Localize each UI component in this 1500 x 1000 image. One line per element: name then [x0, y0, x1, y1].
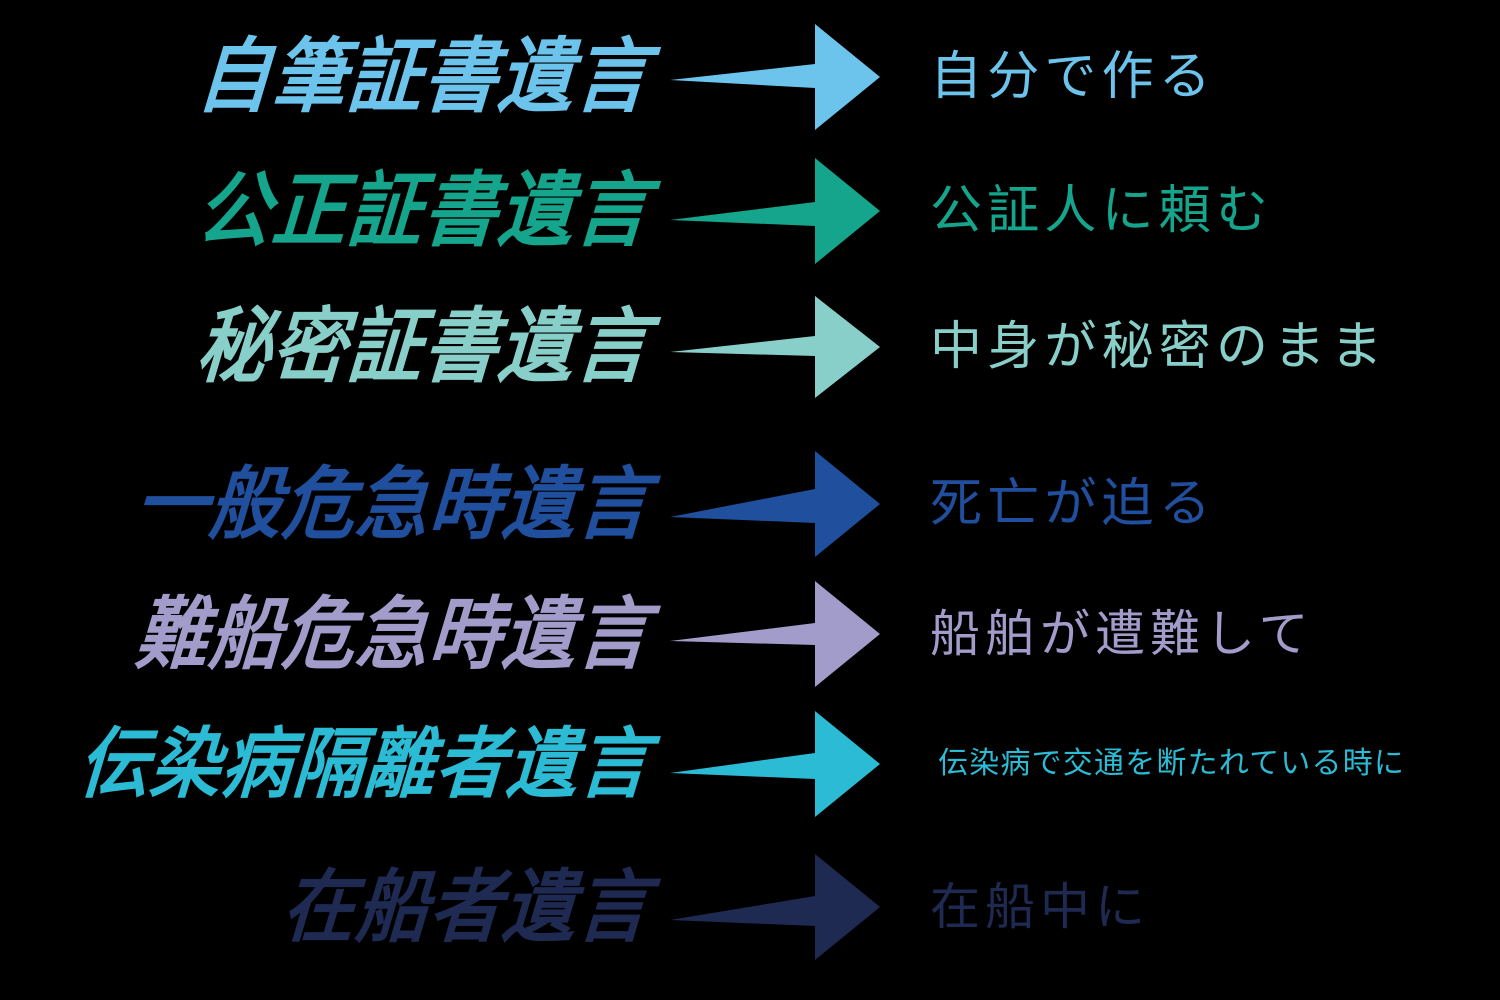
row-label-cell: 一般危急時遺言 [0, 457, 660, 551]
row-description-cell: 伝染病で交通を断たれている時に [890, 749, 1500, 779]
right-arrow-icon [670, 158, 880, 264]
right-arrow-icon [670, 854, 880, 960]
will-type-label: 公正証書遺言 [193, 163, 654, 259]
row-description-cell: 自分で作る [890, 51, 1500, 103]
arrow-cell [660, 292, 890, 402]
right-arrow-icon [670, 296, 880, 398]
row-label-cell: 公正証書遺言 [0, 164, 660, 259]
row-label-cell: 難船危急時遺言 [0, 587, 660, 681]
diagram-row: 自筆証書遺言 自分で作る [0, 18, 1500, 136]
right-arrow-icon [670, 581, 880, 687]
right-arrow-icon [670, 711, 880, 817]
diagram-row: 秘密証書遺言 中身が秘密のまま [0, 288, 1500, 406]
will-type-description: 船舶が遭難して [930, 605, 1314, 663]
will-type-description: 伝染病で交通を断たれている時に [938, 746, 1406, 781]
will-type-label: 在船者遺言 [279, 859, 654, 954]
row-description-cell: 死亡が迫る [890, 478, 1500, 530]
will-type-label: 秘密証書遺言 [193, 299, 654, 395]
arrow-cell [660, 156, 890, 266]
row-description-cell: 船舶が遭難して [890, 609, 1500, 659]
will-type-label: 自筆証書遺言 [193, 29, 654, 125]
row-label-cell: 自筆証書遺言 [0, 30, 660, 125]
arrow-cell [660, 579, 890, 689]
will-type-description: 中身が秘密のまま [930, 317, 1388, 377]
row-label-cell: 秘密証書遺言 [0, 300, 660, 395]
diagram-row: 難船危急時遺言 船舶が遭難して [0, 575, 1500, 693]
diagram-row: 公正証書遺言 公証人に頼む [0, 152, 1500, 270]
will-type-label: 一般危急時遺言 [132, 456, 654, 551]
will-type-label: 伝染病隔離者遺言 [75, 717, 654, 810]
will-type-description: 在船中に [930, 878, 1150, 936]
row-description-cell: 中身が秘密のまま [890, 321, 1500, 373]
row-description-cell: 在船中に [890, 882, 1500, 932]
diagram-row: 在船者遺言 在船中に [0, 848, 1500, 966]
right-arrow-icon [670, 24, 880, 130]
arrow-cell [660, 22, 890, 132]
diagram-row: 伝染病隔離者遺言 伝染病で交通を断たれている時に [0, 705, 1500, 823]
row-label-cell: 伝染病隔離者遺言 [0, 718, 660, 809]
will-type-description: 自分で作る [930, 47, 1217, 107]
diagram-row: 一般危急時遺言 死亡が迫る [0, 445, 1500, 563]
will-type-description: 死亡が迫る [930, 474, 1217, 534]
will-type-description: 公証人に頼む [930, 181, 1274, 241]
will-type-label: 難船危急時遺言 [132, 586, 654, 681]
arrow-cell [660, 709, 890, 819]
arrow-cell [660, 449, 890, 559]
row-description-cell: 公証人に頼む [890, 185, 1500, 237]
row-label-cell: 在船者遺言 [0, 860, 660, 954]
right-arrow-icon [670, 451, 880, 557]
arrow-cell [660, 852, 890, 962]
